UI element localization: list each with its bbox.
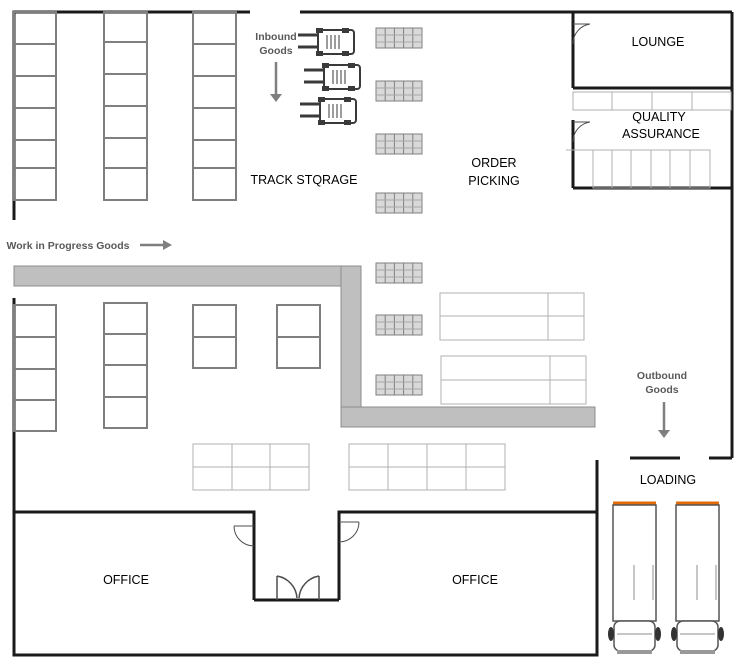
pallet-icon <box>375 192 423 214</box>
truck-icon <box>608 501 661 654</box>
forklift-icon <box>298 28 355 56</box>
outbound-goods-label-line1: Outbound <box>637 370 687 382</box>
forklift-group <box>298 28 361 125</box>
lounge-label: LOUNGE <box>632 35 685 49</box>
inbound-goods-label-line2: Goods <box>259 45 292 57</box>
arrow-icon <box>658 402 670 438</box>
inbound-goods-label-line1: Inbound <box>255 31 296 43</box>
conveyor-belt <box>13 265 596 428</box>
door-icon <box>233 525 255 547</box>
office-right-label: OFFICE <box>452 573 498 587</box>
pallet-icon <box>375 133 423 155</box>
pallet-icon <box>375 314 423 336</box>
storage-rack-top-left-1 <box>13 11 57 201</box>
forklift-icon <box>300 97 357 125</box>
pallet-icon <box>375 80 423 102</box>
storage-rack-mid-4 <box>276 304 321 369</box>
quality-assurance-label-line1: QUALITY <box>632 110 686 124</box>
door-icon <box>572 23 591 45</box>
quality-assurance-label-line2: ASSURANCE <box>622 127 700 141</box>
storage-rack-top-left-2 <box>103 11 148 201</box>
center-table-left <box>192 443 310 491</box>
truck-group <box>608 501 724 654</box>
order-picking-label-line1: ORDER <box>471 156 516 170</box>
center-table-right <box>348 443 506 491</box>
pallet-icon <box>375 262 423 284</box>
door-icon <box>338 521 360 543</box>
door-icon <box>276 575 320 600</box>
outbound-goods-label-line2: Goods <box>645 384 678 396</box>
picking-table-lower <box>440 355 587 405</box>
track-storage-label: TRACK STQRAGE <box>251 173 358 187</box>
pallet-icon <box>375 374 423 396</box>
pallet-group <box>375 27 423 396</box>
qa-shelving <box>566 91 732 189</box>
loading-label: LOADING <box>640 473 696 487</box>
storage-rack-mid-3 <box>192 304 237 369</box>
truck-icon <box>671 501 724 654</box>
door-icon <box>572 121 591 143</box>
arrow-icon <box>140 240 172 250</box>
picking-table-upper <box>439 292 585 341</box>
office-left-label: OFFICE <box>103 573 149 587</box>
storage-rack-mid-2 <box>103 302 148 429</box>
forklift-icon <box>304 63 361 91</box>
storage-rack-top-left-3 <box>192 11 237 201</box>
pallet-icon <box>375 27 423 49</box>
order-picking-label-line2: PICKING <box>468 174 519 188</box>
arrow-icon <box>270 62 282 102</box>
storage-rack-mid-1 <box>13 304 57 432</box>
work-in-progress-label: Work in Progress Goods <box>7 240 130 252</box>
